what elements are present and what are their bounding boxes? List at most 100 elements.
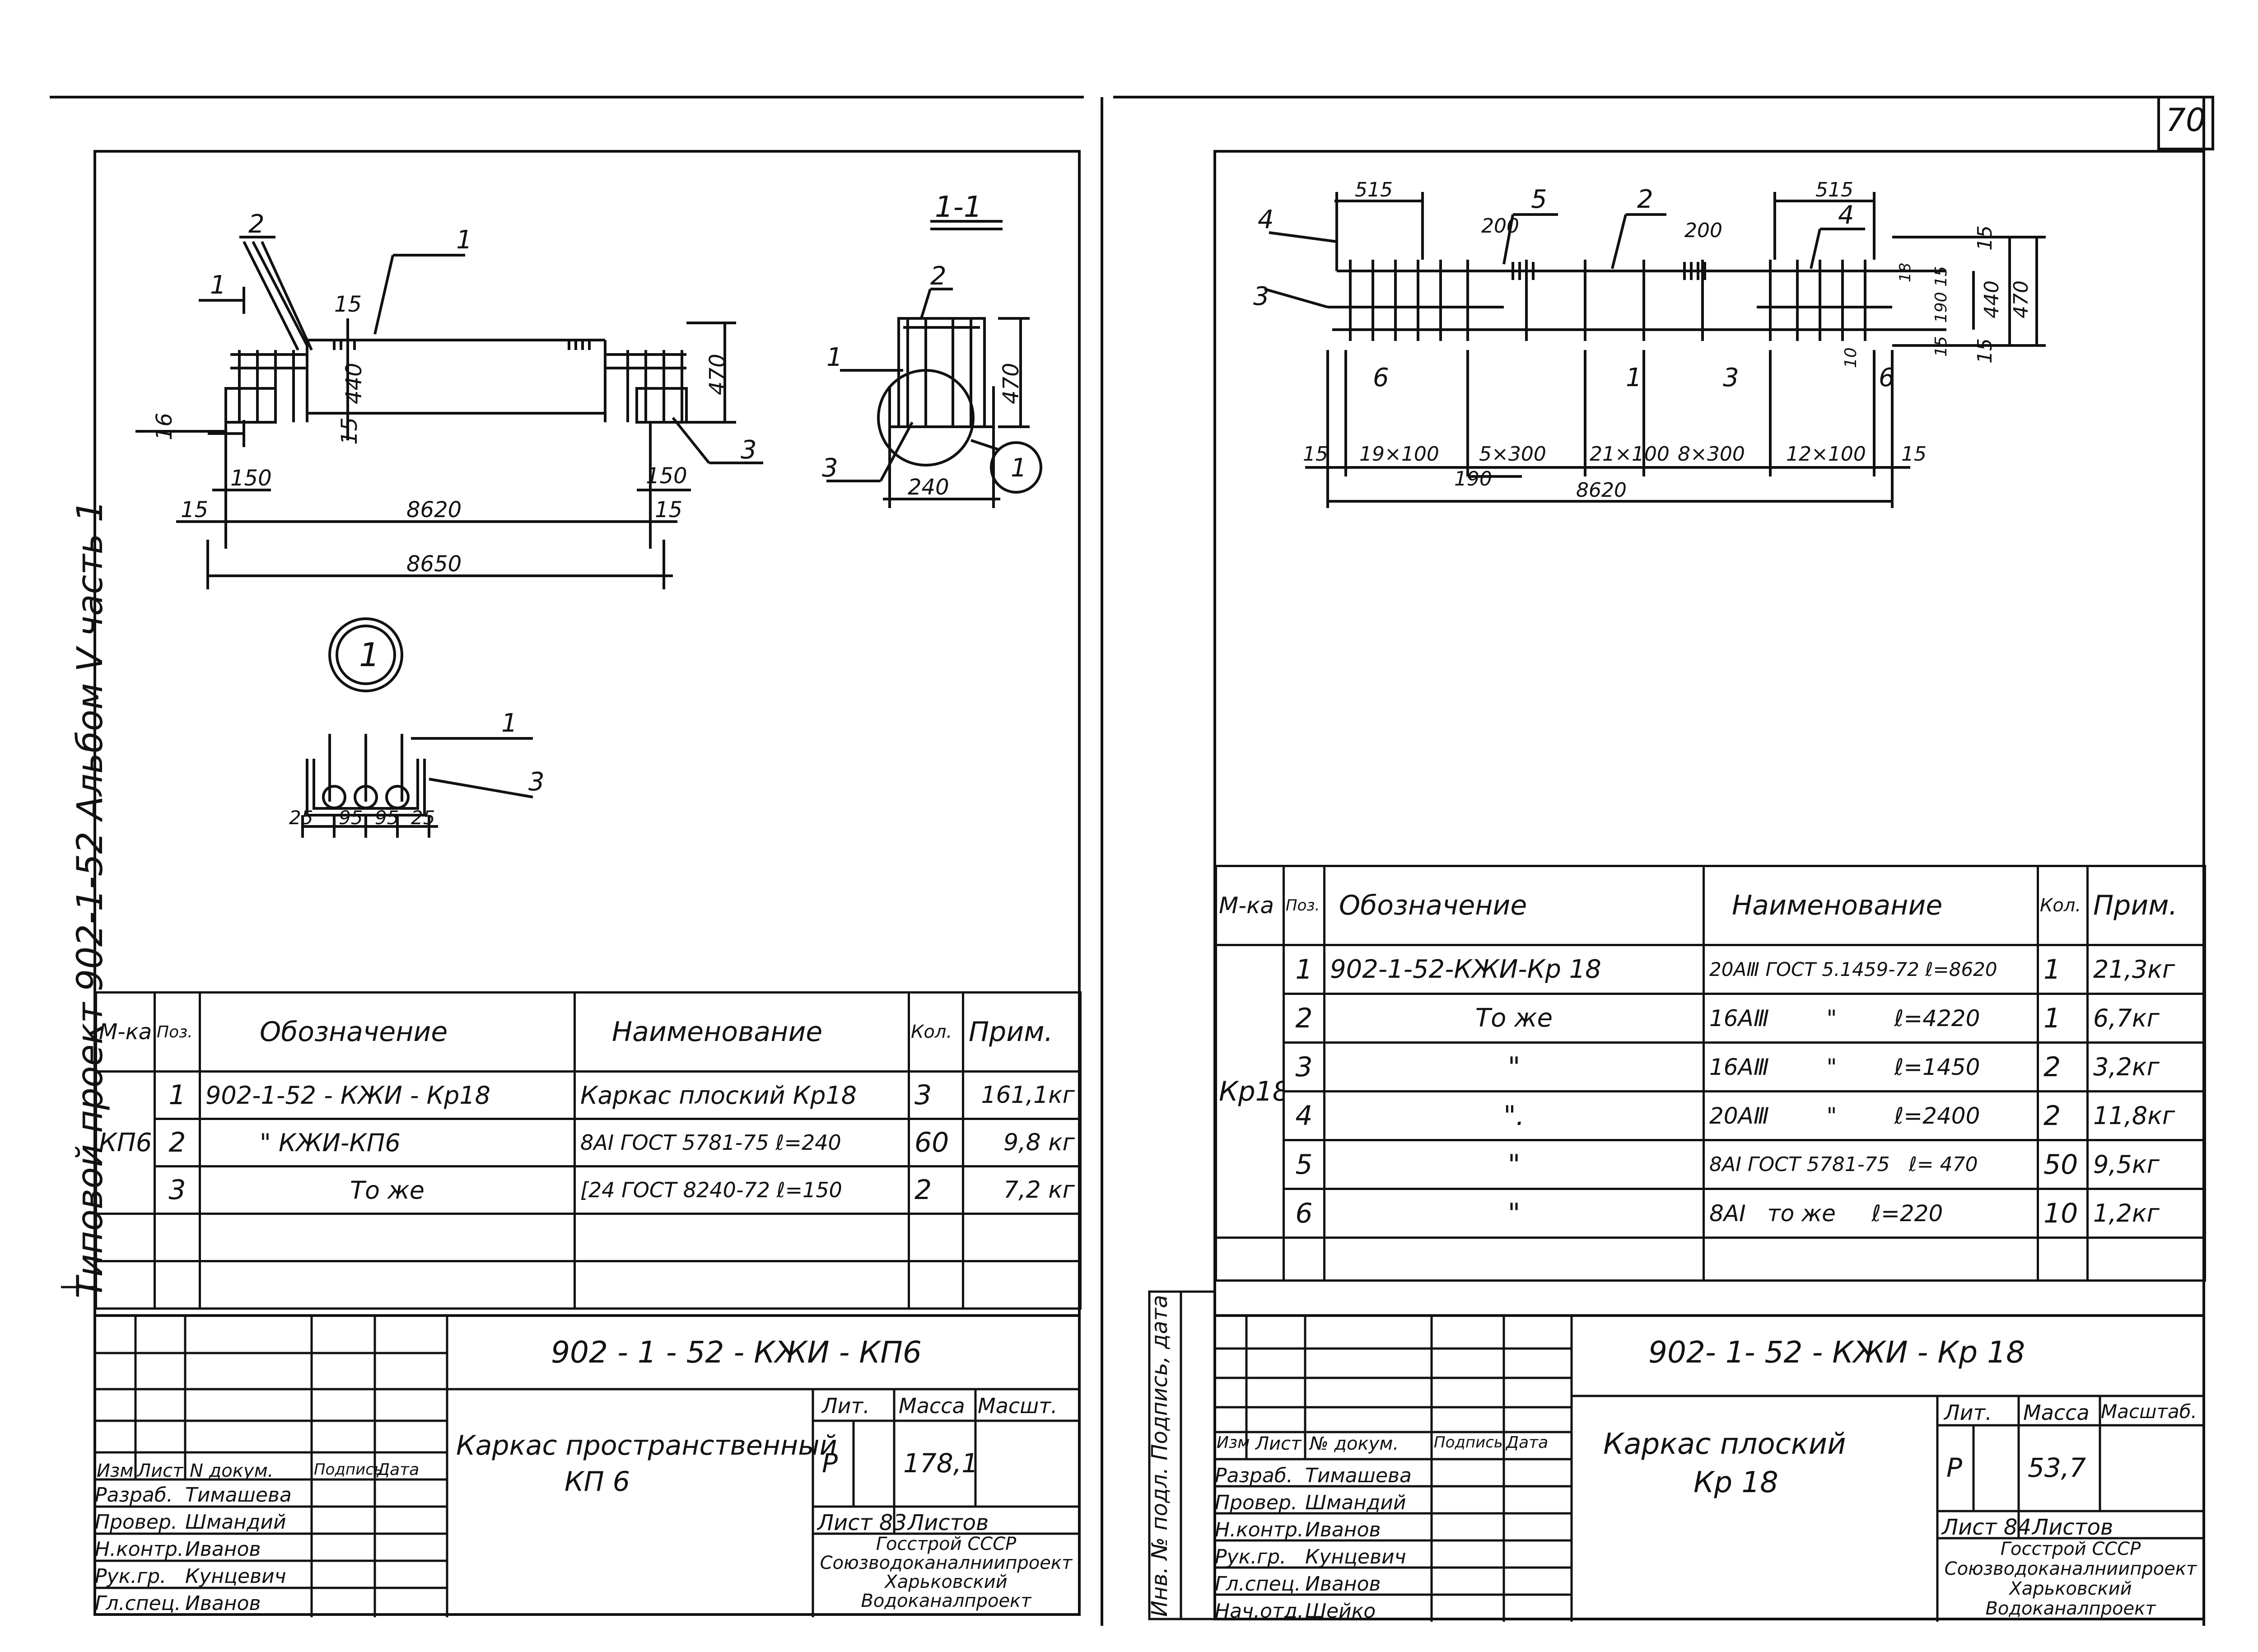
row3-designation: То же: [199, 1165, 576, 1215]
r-dim-15b: 15: [1932, 266, 1950, 287]
dim-150a: 150: [230, 466, 272, 491]
org-block: Госстрой СССР Союзводоканалниипроект Хар…: [815, 1535, 1077, 1610]
staff-row: Разраб.Тимашева: [1215, 1464, 1412, 1487]
r-row3-designation: ": [1323, 1041, 1705, 1092]
xs-pos-3: 3: [822, 453, 838, 483]
title-code: 902 - 1 - 52 - КЖИ - КП6: [551, 1335, 922, 1370]
r-row5-qty: 50: [2037, 1139, 2089, 1190]
staff-header-row: Изм Лист N докум. Подпись Дата: [95, 1461, 447, 1481]
r-scale-header: Масштаб.: [2101, 1400, 2197, 1423]
node-dim-2: 95: [339, 807, 363, 829]
r-dim-b1: 15: [1303, 443, 1328, 466]
r-row1-name: 20АⅢ ГОСТ 5.1459-72 ℓ=8620: [1703, 944, 2039, 995]
r-row6-qty: 10: [2037, 1188, 2089, 1239]
r-dim-15c: 15: [1932, 336, 1950, 357]
r-pos-2: 2: [1637, 185, 1653, 214]
dim-15c: 15: [181, 497, 208, 523]
pos-3-label: 3: [741, 435, 757, 465]
r-row1-designation: 902-1-52-КЖИ-Кр 18: [1323, 944, 1705, 995]
dim-240: 240: [908, 475, 949, 500]
r-dim-515b: 515: [1815, 178, 1853, 201]
r-staff-list: Разраб.Тимашева Провер.Шмандий Н.контр.И…: [1215, 1462, 1432, 1625]
r-row4-designation: ".: [1323, 1090, 1705, 1141]
mass-header: Масса: [899, 1394, 965, 1418]
r-pos-1: 1: [1626, 363, 1642, 392]
r-dim-b5: 8×300: [1678, 443, 1745, 466]
staff-row: Рук.гр.Кунцевич: [95, 1565, 286, 1588]
r-dim-190b: 190: [1454, 467, 1492, 490]
r-row4-note: 11,8кг: [2086, 1090, 2206, 1141]
dim-8650: 8650: [406, 551, 462, 577]
r-row6-note: 1,2кг: [2086, 1188, 2206, 1239]
right-spec-table: М-ка Поз. Обозначение Наименование Кол. …: [1215, 865, 2206, 1282]
staff-row: Провер.Шмандий: [1215, 1491, 1406, 1514]
r-hdr-doc: № докум.: [1310, 1433, 1399, 1454]
node-label: 1: [359, 636, 380, 674]
r-org-block: Госстрой СССР Союзводоканалниипроект Хар…: [1940, 1539, 2202, 1619]
right-title-block: 902- 1- 52 - КЖИ - Кр 18 Изм Лист № доку…: [1215, 1314, 2204, 1625]
r-spec-mark: Кр18: [1215, 944, 1285, 1239]
r-dim-8620: 8620: [1576, 479, 1627, 502]
hdr-note: Прим.: [962, 991, 1082, 1073]
r-dim-b3: 5×300: [1479, 443, 1546, 466]
hdr-doc: N докум.: [190, 1461, 274, 1481]
r-dim-b2: 19×100: [1359, 443, 1439, 466]
r-row2-pos: 2: [1283, 993, 1325, 1044]
r-row3-name: 16АⅢ " ℓ=1450: [1703, 1041, 2039, 1092]
hdr-date: Дата: [377, 1461, 420, 1479]
node-dim-4: 25: [411, 807, 435, 829]
r-row5-designation: ": [1323, 1139, 1705, 1190]
r-row5-pos: 5: [1283, 1139, 1325, 1190]
dim-470: 470: [705, 354, 730, 395]
r-mass-value: 53,7: [2028, 1452, 2086, 1483]
row3-pos: 3: [154, 1165, 201, 1215]
xs-pos-2: 2: [930, 261, 947, 291]
r-dim-470: 470: [2010, 280, 2033, 318]
row2-name: 8АⅠ ГОСТ 5781-75 ℓ=240: [574, 1118, 910, 1167]
dim-470b: 470: [998, 363, 1024, 404]
sheet-title-2: КП 6: [564, 1466, 630, 1498]
r-pos-4b: 4: [1838, 201, 1854, 230]
row1-qty: 3: [908, 1070, 964, 1120]
r-row2-qty: 1: [2037, 993, 2089, 1044]
pos-1-label: 1: [456, 225, 472, 255]
r-dim-b4: 21×100: [1590, 443, 1670, 466]
right-title-grid: [1215, 1317, 2204, 1622]
hdr-designation: Обозначение: [199, 991, 576, 1073]
lit-value: Р: [822, 1448, 838, 1479]
dim-15d: 15: [655, 497, 682, 523]
dim-16: 16: [152, 413, 177, 440]
org-line: Водоканалпроект: [1985, 1598, 2156, 1619]
r-dim-10: 10: [1842, 347, 1860, 368]
staff-row: Нач.отд.Шейко: [1215, 1600, 1376, 1623]
r-row4-name: 20АⅢ " ℓ=2400: [1703, 1090, 2039, 1141]
sheet-title: Каркас пространственный: [456, 1430, 837, 1461]
xs-pos-1: 1: [826, 343, 843, 372]
r-hdr-izm: Изм: [1217, 1433, 1250, 1452]
r-dim-515a: 515: [1355, 178, 1393, 201]
hdr-mark: М-ка: [95, 991, 156, 1073]
hdr-sign: Подпись: [314, 1461, 383, 1479]
org-line: Харьковский: [885, 1572, 1008, 1592]
r-row6-designation: ": [1323, 1188, 1705, 1239]
node-pos-1: 1: [501, 709, 518, 738]
staff-row: Провер.Шмандий: [95, 1511, 286, 1534]
org-line: Госстрой СССР: [2000, 1539, 2141, 1559]
scale-header: Масшт.: [978, 1394, 1058, 1418]
section-mark-1: 1: [210, 271, 226, 300]
r-staff-header-row: Изм Лист № докум. Подпись Дата: [1215, 1433, 1572, 1454]
dim-150b: 150: [646, 463, 687, 489]
r-row2-note: 6,7кг: [2086, 993, 2206, 1044]
r-row3-note: 3,2кг: [2086, 1041, 2206, 1092]
r-dim-b7: 15: [1901, 443, 1927, 466]
r-hdr-list: Лист: [1255, 1433, 1302, 1454]
dim-15b: 15: [337, 417, 362, 445]
r-hdr-date: Дата: [1506, 1433, 1549, 1452]
r-dim-18: 18: [1896, 263, 1914, 282]
r-mass-header: Масса: [2023, 1400, 2090, 1425]
r-hdr-name: Наименование: [1703, 865, 2039, 946]
r-title-code: 902- 1- 52 - КЖИ - Кр 18: [1648, 1335, 2025, 1370]
sheet-no: Лист 83: [817, 1510, 907, 1535]
row3-qty: 2: [908, 1165, 964, 1215]
r-dim-b6: 12×100: [1786, 443, 1866, 466]
